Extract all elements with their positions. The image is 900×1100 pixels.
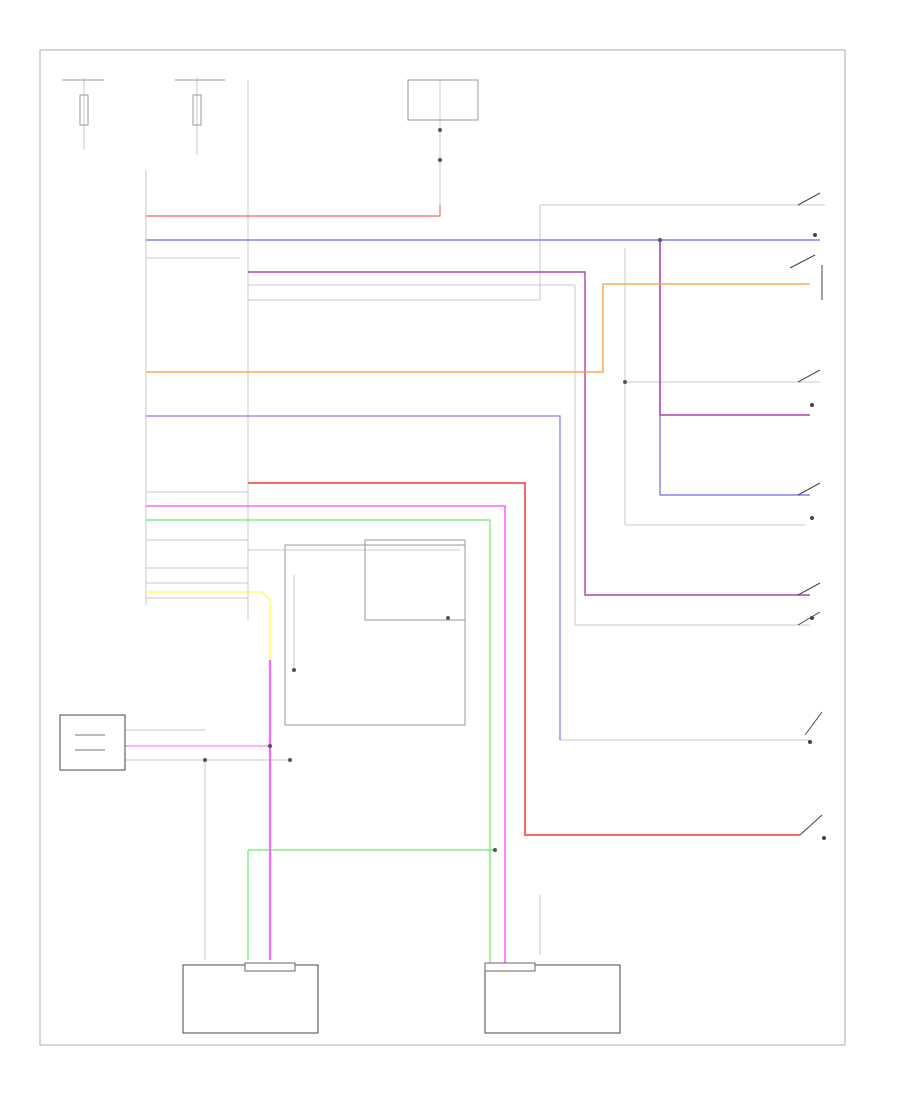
splice-dot bbox=[623, 380, 627, 384]
green-wire-right bbox=[146, 519, 491, 965]
ground-symbol bbox=[288, 758, 292, 762]
yellow-wire bbox=[146, 591, 271, 670]
blue-wire-branch bbox=[659, 240, 810, 496]
door-switch-1 bbox=[797, 192, 821, 237]
door-switch-3 bbox=[797, 369, 821, 407]
ground-symbol bbox=[292, 668, 296, 672]
door-lock-switch-box bbox=[59, 714, 126, 771]
door-switch-4 bbox=[797, 482, 821, 520]
red-wire-main bbox=[248, 482, 800, 836]
fuse-box-top bbox=[407, 79, 479, 121]
purple-wire-a bbox=[248, 271, 810, 596]
splice-dot bbox=[493, 848, 497, 852]
door-switch-6 bbox=[797, 611, 821, 626]
blue-wire-rear bbox=[146, 415, 561, 740]
relay-module-box bbox=[364, 539, 466, 621]
fuse-icon bbox=[192, 94, 202, 126]
splice-points bbox=[203, 128, 662, 852]
door-lock-switch bbox=[59, 714, 126, 771]
fuse-box-mid bbox=[175, 79, 225, 126]
splice-dot bbox=[438, 158, 442, 162]
colored-wires bbox=[96, 205, 820, 965]
ground-symbol bbox=[446, 616, 450, 620]
actuator-right bbox=[484, 962, 621, 1034]
orange-wire bbox=[146, 283, 810, 373]
door-switch-2 bbox=[789, 254, 823, 300]
door-switch-7 bbox=[804, 711, 823, 744]
control-module-box bbox=[284, 544, 466, 726]
connector-icon bbox=[484, 962, 536, 972]
splice-dot bbox=[658, 238, 662, 242]
pink-wire-right bbox=[146, 505, 506, 965]
purple-wire-b bbox=[659, 240, 810, 416]
actuator-left bbox=[182, 962, 319, 1034]
diagram-frame bbox=[39, 49, 846, 1046]
door-switch-8 bbox=[799, 814, 826, 840]
actuator-left-box bbox=[182, 964, 319, 1034]
gray-wires bbox=[83, 78, 825, 960]
splice-dot bbox=[438, 128, 442, 132]
fuse-icon bbox=[79, 94, 89, 126]
fuse-relay-box bbox=[407, 79, 479, 121]
red-wire-top bbox=[146, 205, 441, 217]
splice-dot bbox=[268, 744, 272, 748]
fuse-box-left bbox=[62, 79, 104, 126]
door-switches bbox=[789, 192, 826, 840]
actuator-right-box bbox=[484, 964, 621, 1034]
splice-dot bbox=[203, 758, 207, 762]
connector-icon bbox=[244, 962, 296, 972]
